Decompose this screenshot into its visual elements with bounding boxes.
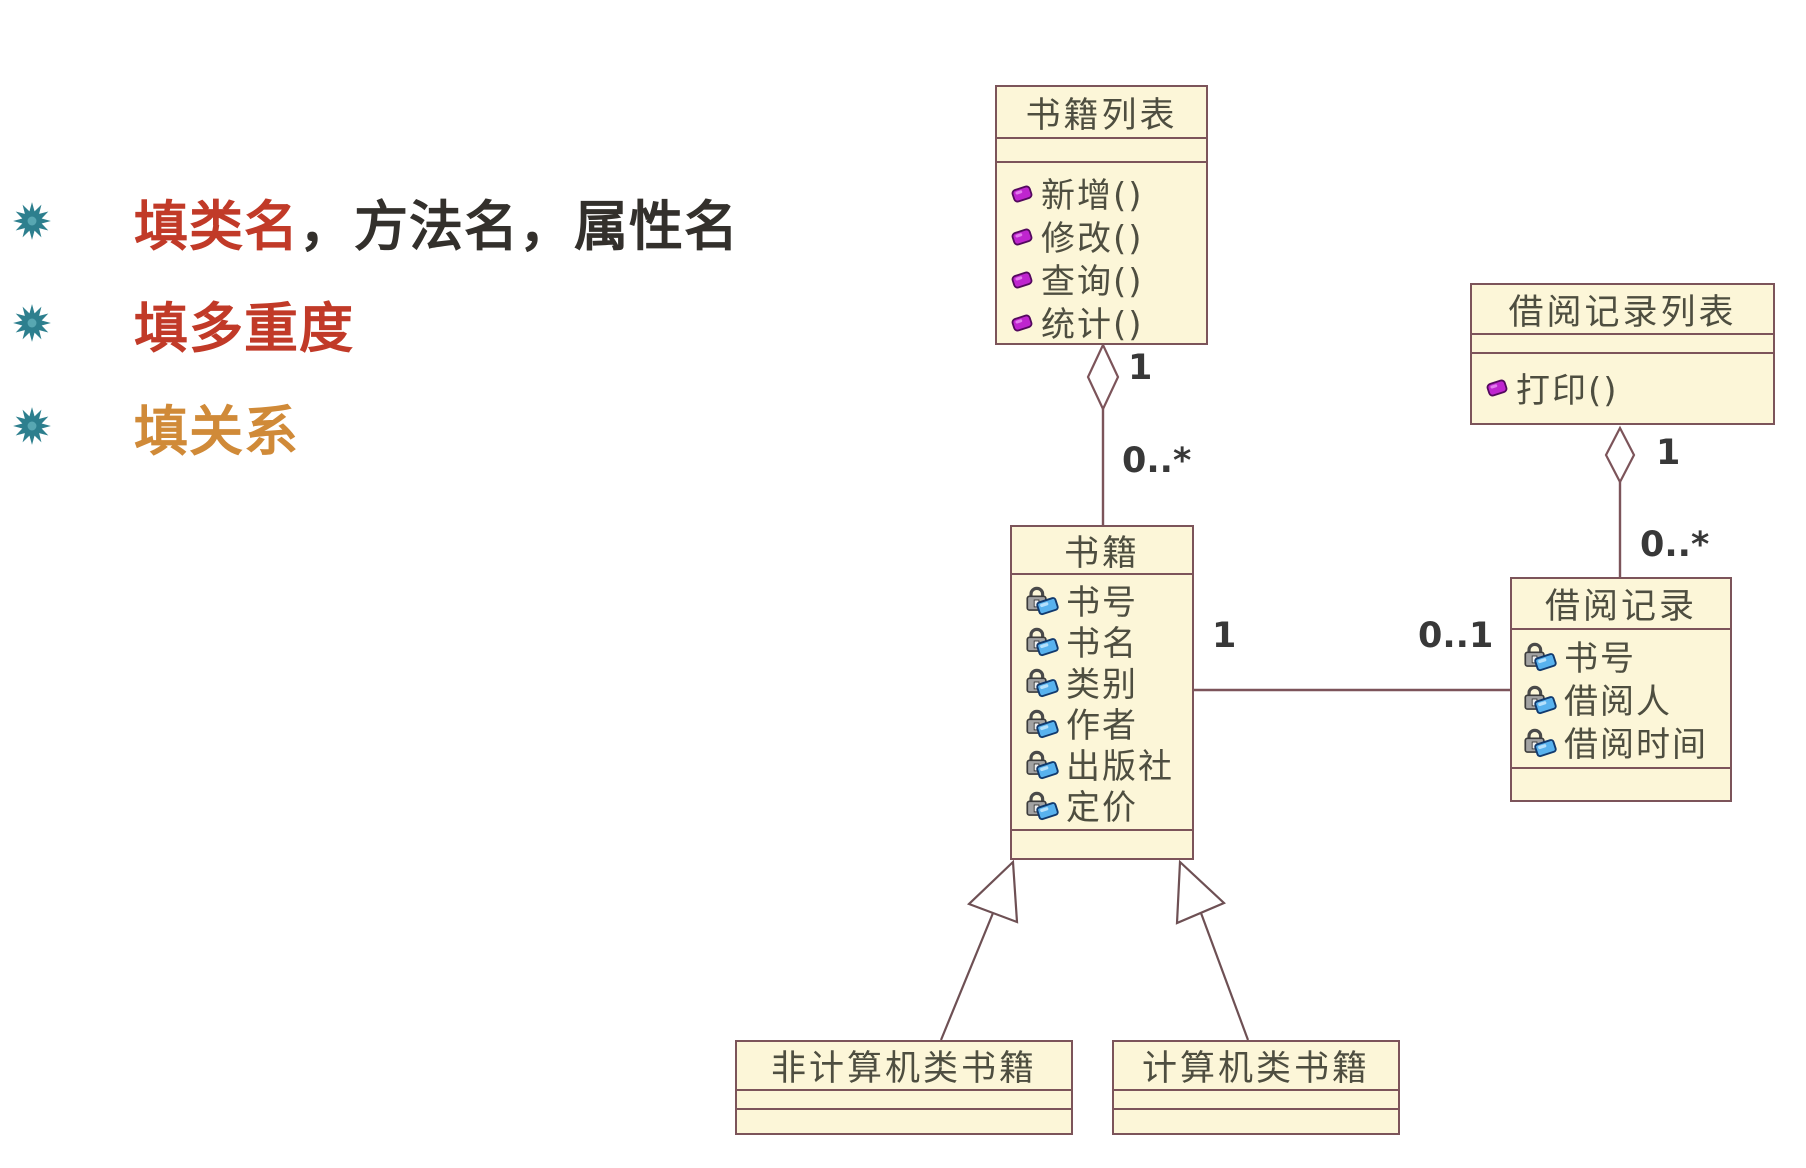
- attribute-label: 借阅人: [1564, 682, 1672, 722]
- lock-attribute-icon: [1020, 705, 1060, 741]
- operation-icon: [1009, 266, 1035, 292]
- attribute-label: 出版社: [1066, 747, 1174, 787]
- generalization-line-computer: [1199, 912, 1250, 1041]
- attribute-row: 书名: [1012, 620, 1192, 664]
- operation-row: 统计(): [997, 300, 1206, 343]
- starburst-icon: [12, 406, 52, 446]
- multiplicity-label: 1: [1128, 348, 1153, 388]
- class-box-borrow-record: 借阅记录 书号 借阅人 借阅时间: [1510, 577, 1732, 802]
- multiplicity-label: 0..1: [1418, 616, 1494, 656]
- class-box-book: 书籍 书号 书名 类别 作者 出版社: [1010, 525, 1194, 860]
- multiplicity-label: 0..*: [1640, 525, 1710, 565]
- attribute-label: 书号: [1066, 583, 1138, 623]
- operation-icon: [1484, 374, 1510, 400]
- attribute-label: 书号: [1564, 639, 1636, 679]
- generalization-arrow-computer: [1175, 859, 1226, 925]
- attributes-compartment-empty: [1472, 335, 1773, 354]
- operations-compartment: 新增() 修改() 查询() 统计(): [997, 163, 1206, 343]
- bullet-1-rest: ，方法名，属性名: [299, 194, 739, 258]
- attribute-row: 借阅人: [1512, 677, 1730, 722]
- generalization-arrow-noncomputer: [966, 859, 1019, 924]
- operations-compartment: 打印(): [1472, 354, 1773, 423]
- attributes-compartment: 书号 书名 类别 作者 出版社 定价: [1012, 575, 1192, 829]
- class-box-computer-book: 计算机类书籍: [1112, 1040, 1400, 1135]
- attributes-compartment-empty: [1114, 1091, 1398, 1110]
- attribute-row: 出版社: [1012, 743, 1192, 787]
- bullet-item-2: 填多重度: [12, 292, 354, 360]
- starburst-icon: [12, 303, 52, 343]
- bullet-item-3: 填关系: [12, 395, 299, 463]
- attribute-row: 类别: [1012, 661, 1192, 705]
- bullet-text-3: 填关系: [134, 399, 299, 463]
- operation-row: 查询(): [997, 257, 1206, 302]
- bullet-1-highlight: 填类名: [134, 194, 299, 258]
- operation-label: 修改(): [1041, 219, 1144, 259]
- attributes-compartment-empty: [997, 139, 1206, 163]
- attribute-label: 作者: [1066, 706, 1138, 746]
- lock-attribute-icon: [1518, 638, 1558, 674]
- multiplicity-label: 0..*: [1122, 441, 1192, 481]
- attribute-label: 借阅时间: [1564, 725, 1708, 765]
- attribute-row: 书号: [1012, 579, 1192, 623]
- multiplicity-label: 1: [1212, 616, 1237, 656]
- attribute-row: 借阅时间: [1512, 720, 1730, 765]
- bullet-item-1: 填类名，方法名，属性名: [12, 190, 739, 258]
- operation-label: 打印(): [1516, 370, 1619, 411]
- class-box-borrow-record-list: 借阅记录列表 打印(): [1470, 283, 1775, 425]
- aggregation-diamond-recordlist: [1604, 425, 1636, 485]
- attribute-row: 定价: [1012, 784, 1192, 828]
- lock-attribute-icon: [1020, 582, 1060, 618]
- attribute-label: 定价: [1066, 788, 1138, 828]
- operation-icon: [1009, 309, 1035, 335]
- class-box-book-list: 书籍列表 新增() 修改() 查询() 统计(): [995, 85, 1208, 345]
- lock-attribute-icon: [1020, 746, 1060, 782]
- class-title: 借阅记录: [1512, 579, 1730, 630]
- lock-attribute-icon: [1020, 623, 1060, 659]
- bullet-text-1: 填类名，方法名，属性名: [134, 182, 739, 261]
- class-title: 书籍列表: [997, 87, 1206, 139]
- lock-attribute-icon: [1518, 681, 1558, 717]
- class-title: 非计算机类书籍: [737, 1042, 1071, 1091]
- class-title: 借阅记录列表: [1472, 285, 1773, 335]
- attribute-row: 作者: [1012, 702, 1192, 746]
- attribute-label: 书名: [1066, 624, 1138, 664]
- class-title: 计算机类书籍: [1114, 1042, 1398, 1091]
- generalization-line-noncomputer: [939, 912, 995, 1041]
- operation-icon: [1009, 223, 1035, 249]
- bullet-text-2: 填多重度: [134, 296, 354, 360]
- operations-compartment-empty: [737, 1110, 1071, 1133]
- lock-attribute-icon: [1020, 664, 1060, 700]
- operation-label: 统计(): [1041, 305, 1144, 343]
- attribute-label: 类别: [1066, 665, 1138, 705]
- operation-icon: [1009, 180, 1035, 206]
- operation-row: 修改(): [997, 214, 1206, 259]
- operations-compartment-empty: [1512, 767, 1730, 800]
- attributes-compartment-empty: [737, 1091, 1071, 1110]
- operation-label: 新增(): [1041, 176, 1144, 216]
- lock-attribute-icon: [1518, 724, 1558, 760]
- operation-label: 查询(): [1041, 262, 1144, 302]
- operations-compartment-empty: [1114, 1110, 1398, 1133]
- class-box-non-computer-book: 非计算机类书籍: [735, 1040, 1073, 1135]
- operation-row: 打印(): [1472, 354, 1773, 420]
- attributes-compartment: 书号 借阅人 借阅时间: [1512, 630, 1730, 767]
- multiplicity-label: 1: [1656, 433, 1681, 473]
- class-title: 书籍: [1012, 527, 1192, 575]
- starburst-icon: [12, 201, 52, 241]
- attribute-row: 书号: [1512, 634, 1730, 679]
- operations-compartment-empty: [1012, 829, 1192, 858]
- lock-attribute-icon: [1020, 787, 1060, 823]
- operation-row: 新增(): [997, 171, 1206, 216]
- aggregation-diamond-booklist: [1086, 342, 1120, 412]
